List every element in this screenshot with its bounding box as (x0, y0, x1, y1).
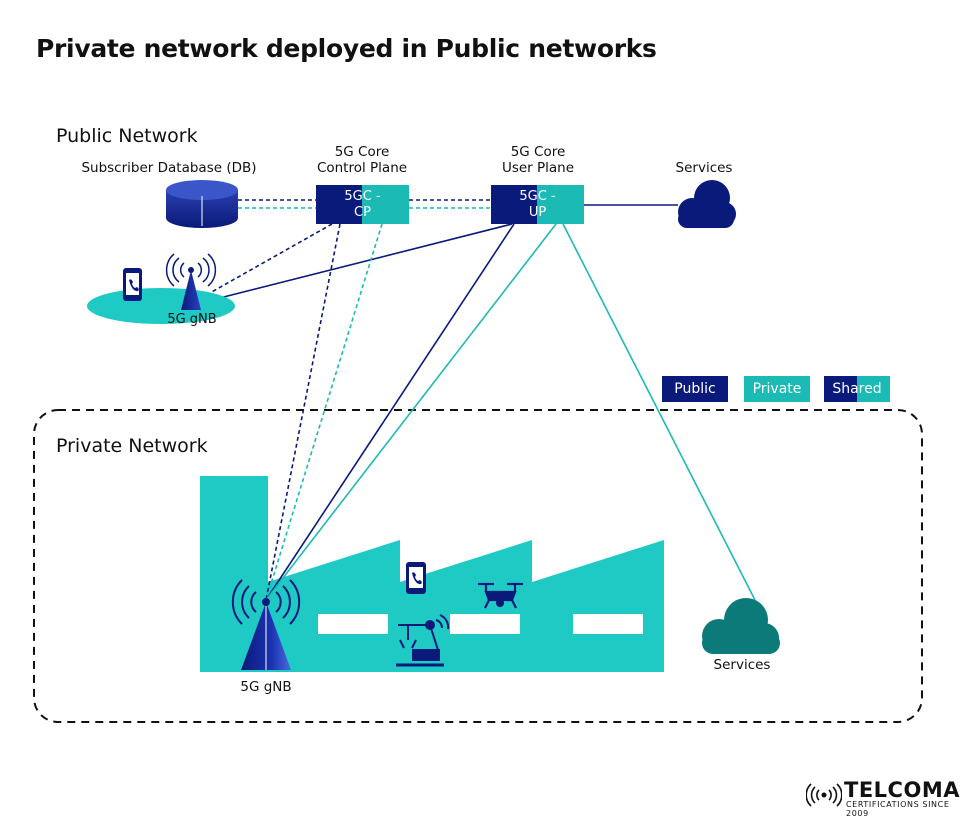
core-cp-label-line1: 5G Core (334, 144, 390, 160)
core-up-label-line1: 5G Core (510, 144, 566, 160)
factory-building (200, 476, 664, 672)
signal-icon (806, 783, 842, 807)
cloud-icon (702, 598, 780, 654)
subscriber-db-label: Subscriber Database (DB) (81, 160, 257, 176)
private-network-boundary (33, 409, 923, 723)
private-network-heading: Private Network (56, 435, 208, 457)
connection-lines (193, 199, 756, 601)
core-cp-label-line2: Control Plane (316, 160, 408, 176)
database-icon (166, 180, 238, 228)
phone-icon (123, 268, 142, 301)
public-network-heading: Public Network (56, 125, 198, 147)
telcoma-logo: TELCOMA CERTIFICATIONS SINCE 2009 (806, 778, 959, 818)
core-up-label-line2: User Plane (501, 160, 575, 176)
phone-icon (406, 562, 426, 594)
core-cp-label: 5G Core Control Plane (302, 144, 422, 176)
core-cp-box-line2: CP (354, 205, 371, 220)
public-services-label: Services (675, 160, 733, 176)
core-up-box[interactable]: 5GC - UP (491, 189, 584, 221)
private-services-label: Services (713, 657, 771, 673)
robot-arm-icon (396, 614, 450, 667)
cloud-icon (678, 180, 736, 228)
core-cp-box-shape (316, 185, 409, 224)
antenna-tower-icon (165, 253, 217, 310)
logo-name: TELCOMA (844, 778, 960, 802)
private-gnb-label: 5G gNB (240, 679, 292, 695)
legend-public: Public (662, 376, 728, 402)
page-title: Private network deployed in Public netwo… (36, 34, 657, 63)
core-up-box-shape (491, 185, 584, 224)
core-up-label: 5G Core User Plane (478, 144, 598, 176)
legend-shared: Shared (824, 376, 890, 402)
core-up-box-line2: UP (528, 205, 547, 220)
legend-private: Private (744, 376, 810, 402)
public-gnb-label: 5G gNB (167, 312, 217, 327)
logo-tagline: CERTIFICATIONS SINCE 2009 (846, 800, 950, 818)
drone-icon (478, 582, 523, 609)
core-cp-box[interactable]: 5GC - CP (316, 189, 409, 221)
core-cp-box-line1: 5GC - (344, 189, 381, 204)
core-up-box-line1: 5GC - (519, 189, 556, 204)
antenna-tower-icon (231, 579, 301, 670)
